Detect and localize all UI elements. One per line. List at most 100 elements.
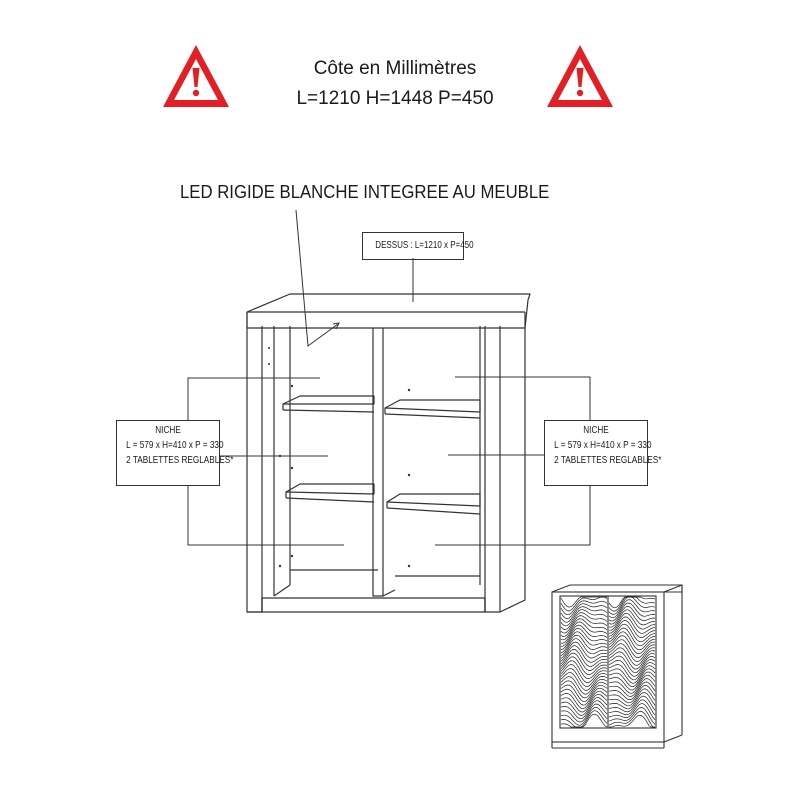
niche-left-title: NICHE: [155, 425, 181, 436]
title-dimensions-line: L=1210 H=1448 P=450: [296, 88, 494, 109]
niche-left-box: NICHE L = 579 x H=410 x P = 330 2 TABLET…: [116, 420, 234, 486]
niche-right-title: NICHE: [583, 425, 609, 436]
wave-line: [560, 621, 608, 641]
dimensions-title: Côte en Millimètres L=1210 H=1448 P=450: [250, 54, 540, 114]
wave-line: [608, 665, 656, 684]
wave-line: [560, 606, 608, 623]
niche-right-shelves: 2 TABLETTES REGLABLES*: [554, 455, 662, 466]
wave-line: [560, 649, 608, 667]
wave-line: [560, 596, 607, 608]
wave-line: [608, 596, 656, 615]
title-unit-line: Côte en Millimètres: [313, 58, 477, 79]
wave-line: [560, 596, 608, 612]
wave-line: [560, 618, 608, 637]
shelf-right-upper: [384, 399, 481, 413]
wave-line: [608, 674, 656, 694]
wave-line: [608, 668, 656, 688]
wave-line: [609, 612, 656, 631]
wave-line: [560, 676, 608, 695]
wave-line: [560, 609, 608, 627]
niche-left-shelves: 2 TABLETTES REGLABLES*: [126, 455, 234, 466]
door-wave-pattern: [560, 596, 656, 728]
led-callout-label: LED RIGIDE BLANCHE INTEGREE AU MEUBLE: [180, 182, 550, 202]
wave-line: [560, 700, 608, 720]
wave-line: [560, 668, 608, 687]
wave-line: [560, 680, 608, 699]
wave-line: [560, 706, 608, 726]
wave-line: [608, 609, 655, 628]
wave-line: [560, 615, 608, 634]
niche-left-bracket: [187, 377, 320, 420]
cabinet-plinth: [261, 598, 486, 613]
wave-line: [560, 652, 608, 671]
wave-line: [608, 602, 656, 622]
wave-line: [560, 713, 608, 728]
cabinet-top: [246, 293, 531, 329]
wave-line: [608, 703, 656, 721]
wave-line: [608, 616, 656, 634]
wave-line: [609, 715, 655, 728]
wave-line: [560, 634, 608, 654]
niche-right-box: NICHE L = 579 x H=410 x P = 330 2 TABLET…: [544, 420, 662, 486]
wave-line: [608, 671, 656, 691]
wave-line: [608, 620, 656, 638]
wave-line: [608, 596, 656, 612]
wave-line: [608, 655, 656, 674]
niche-left-dims: L = 579 x H=410 x P = 330: [126, 440, 224, 451]
shelf-left-upper: [282, 395, 375, 405]
wave-line: [560, 684, 608, 702]
wave-line: [560, 687, 608, 706]
wave-line: [560, 628, 608, 647]
shelf-left-lower: [285, 483, 375, 495]
niche-right-dims: L = 579 x H=410 x P = 330: [554, 440, 652, 451]
wave-line: [560, 672, 608, 691]
wave-line: [608, 707, 656, 725]
wave-line: [560, 624, 608, 644]
wave-line: [608, 606, 656, 625]
wave-line: [560, 710, 608, 728]
wave-line: [608, 662, 656, 681]
cabinet-divider: [372, 328, 384, 597]
wave-line: [608, 678, 656, 697]
niche-right-bracket: [455, 376, 591, 420]
wave-line: [560, 612, 608, 630]
wave-line: [560, 645, 608, 663]
led-leader: [295, 209, 339, 347]
wave-line: [608, 684, 656, 704]
wave-line: [608, 647, 656, 666]
wave-line: [560, 693, 608, 713]
wave-line: [608, 699, 656, 716]
wave-line: [608, 688, 656, 707]
door-preview: [551, 584, 683, 749]
top-dimension-box: DESSUS : L=1210 x P=450: [362, 232, 474, 260]
wave-line: [560, 656, 608, 676]
warning-triangle-icon: [547, 45, 613, 107]
wave-line: [608, 643, 656, 662]
wave-line: [608, 692, 656, 710]
warning-triangle-icon: [163, 45, 229, 107]
wave-line: [608, 659, 656, 677]
wave-line: [560, 703, 608, 723]
wave-line: [560, 697, 608, 716]
wave-line: [608, 599, 656, 619]
wave-line: [560, 664, 608, 684]
shelf-right-lower: [386, 493, 481, 507]
wave-line: [608, 639, 656, 658]
top-dimension-text: DESSUS : L=1210 x P=450: [375, 240, 474, 251]
wave-line: [608, 681, 656, 701]
wave-line: [560, 660, 608, 680]
wave-line: [608, 695, 656, 713]
wave-line: [608, 627, 656, 647]
wave-line: [608, 623, 656, 643]
wave-line: [608, 710, 655, 728]
wave-line: [608, 596, 656, 609]
wave-line: [608, 631, 656, 651]
wave-line: [608, 651, 656, 670]
wave-line: [560, 631, 608, 651]
wave-line: [560, 600, 608, 616]
wave-line: [608, 635, 656, 655]
wave-line: [560, 603, 608, 619]
cabinet-body: [246, 312, 526, 613]
wave-line: [560, 638, 608, 656]
